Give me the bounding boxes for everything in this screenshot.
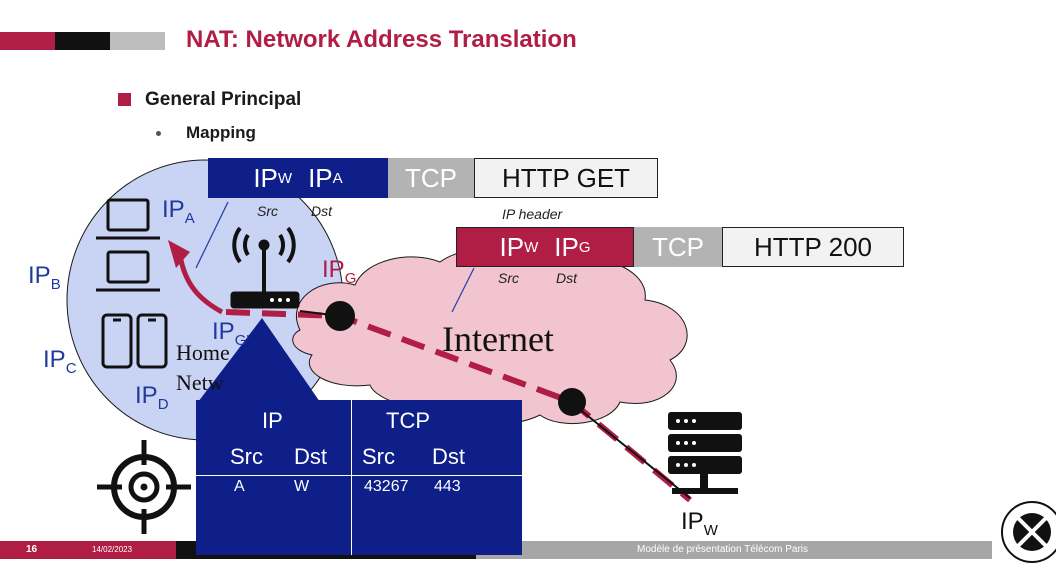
school-logo-seal bbox=[1001, 501, 1056, 563]
packet-in-tcp: TCP bbox=[634, 227, 722, 267]
packet-out-dst-label: Dst bbox=[311, 203, 332, 219]
home-network-label-line2: Netw bbox=[176, 370, 224, 395]
label-ip-a: IPA bbox=[162, 196, 195, 227]
table-header-tcp-dst: Dst bbox=[432, 444, 465, 469]
footer-template-name: Modèle de présentation Télécom Paris bbox=[637, 544, 809, 555]
slide-title: NAT: Network Address Translation bbox=[186, 26, 577, 53]
table-column-divider bbox=[351, 400, 352, 555]
bullet-general-principal: General Principal bbox=[145, 89, 302, 110]
table-cell-ip-dst: W bbox=[294, 478, 310, 495]
packet-in-src-label: Src bbox=[498, 270, 519, 286]
ip-header-note: IP header bbox=[502, 206, 563, 222]
footer-date: 14/02/2023 bbox=[92, 545, 133, 554]
table-header-tcp-src: Src bbox=[362, 444, 395, 469]
table-header-ip: IP bbox=[262, 408, 283, 433]
laptop-icon bbox=[96, 198, 160, 240]
route-line bbox=[577, 407, 691, 499]
table-header-ip-dst: Dst bbox=[294, 444, 327, 469]
label-ip-c: IPC bbox=[43, 346, 77, 377]
mapping-callout bbox=[198, 318, 320, 402]
footer-bar-gray bbox=[476, 541, 992, 559]
smartphone-icon bbox=[136, 313, 168, 369]
table-header-ip-src: Src bbox=[230, 444, 263, 469]
packet-in-payload: HTTP 200 bbox=[722, 227, 904, 267]
label-ip-b: IPB bbox=[28, 262, 61, 293]
label-ip-w: IPW bbox=[681, 508, 718, 539]
laptop-icon bbox=[96, 250, 160, 292]
table-cell-ip-src: A bbox=[234, 478, 245, 495]
footer-page-number: 16 bbox=[26, 544, 38, 555]
table-cell-tcp-src: 43267 bbox=[364, 478, 409, 495]
target-icon bbox=[97, 440, 191, 534]
internet-label: Internet bbox=[442, 319, 554, 359]
delivery-arrow bbox=[177, 254, 224, 315]
packet-out-payload: HTTP GET bbox=[474, 158, 658, 198]
header-stripe-red bbox=[0, 32, 55, 50]
bullet-mapping: Mapping bbox=[186, 123, 256, 142]
packet-out-src-label: Src bbox=[257, 203, 278, 219]
delivery-arrowhead bbox=[168, 240, 190, 268]
home-network-label-line1: Home bbox=[176, 340, 230, 365]
bullet-dot bbox=[156, 131, 161, 136]
gateway-node bbox=[325, 301, 355, 331]
packet-in-dst-label: Dst bbox=[556, 270, 577, 286]
header-pointer-line bbox=[451, 267, 475, 313]
table-header-rule bbox=[196, 475, 522, 476]
label-ip-g-prime: IPG' bbox=[212, 318, 250, 349]
packet-out-tcp: TCP bbox=[388, 158, 474, 198]
table-cell-tcp-dst: 443 bbox=[434, 478, 461, 495]
internet-node bbox=[558, 388, 586, 416]
label-ip-g: IPG bbox=[322, 256, 357, 287]
footer-bar-red bbox=[0, 541, 176, 559]
header-stripe-black bbox=[55, 32, 110, 50]
internet-cloud bbox=[292, 246, 688, 425]
bullet-square bbox=[118, 93, 131, 106]
wifi-router-icon bbox=[230, 226, 300, 309]
label-ip-d: IPD bbox=[135, 382, 169, 413]
smartphone-icon bbox=[101, 313, 133, 369]
server-icon bbox=[668, 412, 742, 494]
header-stripe-gray bbox=[110, 32, 165, 50]
nat-mapping-table: IP TCP Src Dst Src Dst A W 43267 443 bbox=[196, 400, 522, 555]
table-header-tcp: TCP bbox=[386, 408, 430, 433]
header-pointer-line bbox=[195, 201, 229, 269]
